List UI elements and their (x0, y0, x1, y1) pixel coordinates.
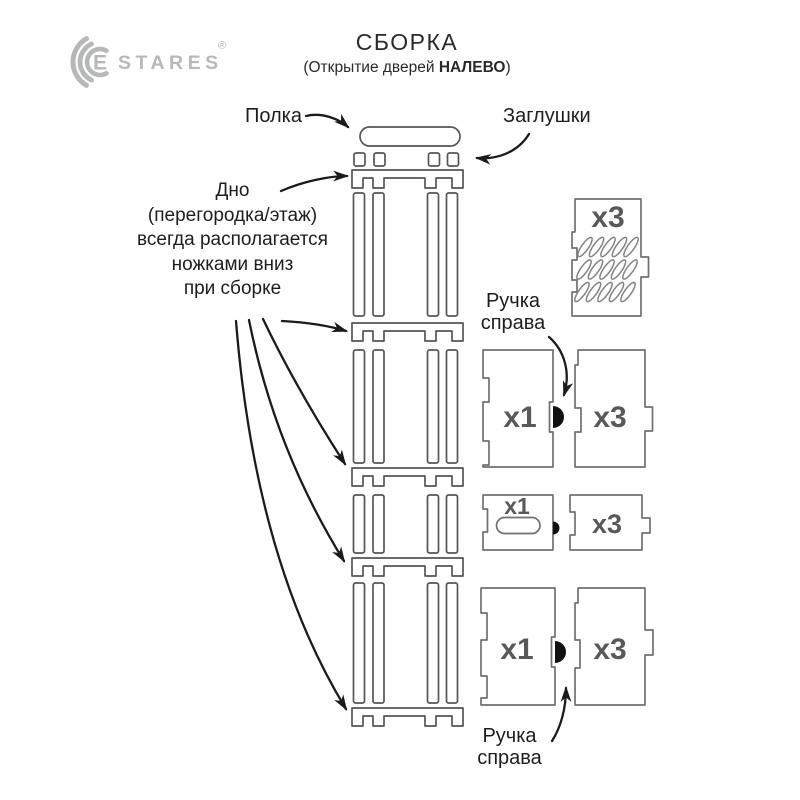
handle-right-label-top: Ручка справа (470, 290, 556, 334)
floor-panel-4 (351, 557, 464, 577)
page-title: СБОРКА (355, 29, 459, 55)
floor-panel-2 (351, 322, 464, 342)
back-panel-part: x3 (571, 198, 650, 317)
drawer-front-qty-label: x1 (504, 493, 530, 519)
arrow-shelf (304, 113, 350, 129)
logo-wave-arcs (70, 36, 109, 88)
side-bottom-part: x3 (574, 587, 654, 706)
subtitle-prefix: (Открытие дверей (303, 59, 439, 76)
door-mid-qty-label: x1 (503, 401, 536, 434)
note-line: при сборке (183, 278, 282, 299)
handle-label-line: Ручка (485, 290, 541, 312)
handle-label-line: Ручка (482, 725, 537, 747)
shelf-part (359, 126, 461, 147)
door-bottom-handle (555, 641, 566, 663)
door-bottom-part: x1 (480, 587, 566, 706)
registered-trademark-icon: ® (218, 40, 226, 52)
note-line: всегда располагается (137, 229, 328, 250)
door-mid-part: x1 (482, 349, 564, 468)
back-panel-qty-label: x3 (591, 201, 624, 234)
note-line: Дно (215, 180, 250, 201)
page-subtitle: (Открытие дверей НАЛЕВО) (267, 59, 547, 77)
vent-hatching (574, 236, 639, 303)
note-line: ножками вниз (171, 253, 294, 275)
door-bottom-qty-label: x1 (500, 633, 533, 666)
arrow-floor-5 (234, 319, 348, 711)
side-bottom-qty-label: x3 (593, 633, 626, 666)
estares-logo: E STARES ® (70, 36, 226, 88)
arrow-floor-1 (279, 170, 350, 193)
floor-panel-3 (351, 467, 464, 487)
floor-panel-1 (351, 169, 464, 189)
logo-initial: E (93, 52, 107, 75)
arrow-floor-2 (280, 319, 349, 333)
note-line: (перегородка/этаж) (147, 204, 318, 226)
plugs-label: Заглушки (503, 105, 591, 127)
side-mid-qty-label: x3 (593, 401, 626, 434)
bottom-panel-note: Дно (перегородка/этаж) всегда располагае… (120, 179, 345, 302)
arrow-plugs (474, 132, 531, 165)
side-mid-part: x3 (574, 349, 654, 468)
arrow-floor-3 (261, 317, 347, 466)
subtitle-suffix: ) (505, 59, 511, 76)
floor-panel-5 (351, 707, 464, 727)
door-handle (553, 406, 564, 428)
shelf-label: Полка (244, 105, 302, 127)
side-small-qty-label: x3 (592, 509, 622, 539)
subtitle-direction: НАЛЕВО (438, 59, 506, 76)
logo-wordmark: STARES (118, 52, 223, 74)
handle-label-line: справа (477, 747, 542, 769)
plug-caps (353, 152, 460, 167)
annotation-arrows (234, 113, 574, 743)
title-block: СБОРКА (Открытие дверей НАЛЕВО) (267, 29, 547, 77)
loose-parts: x3 x1 x3 x1 x3 (480, 198, 654, 706)
side-small-part: x3 (569, 494, 651, 551)
floor-panels (351, 169, 464, 727)
arrow-handle-top (547, 335, 574, 398)
handle-right-label-bottom: Ручка справа (462, 725, 557, 769)
cabinet-column (351, 126, 464, 727)
handle-label-line: справа (480, 312, 546, 334)
arrow-handle-bottom (550, 685, 572, 743)
arrow-floor-4 (247, 318, 346, 563)
drawer-front-part: x1 (482, 493, 560, 551)
drawer-slot (495, 516, 541, 535)
vertical-rails (352, 192, 459, 704)
drawer-handle (553, 521, 560, 535)
